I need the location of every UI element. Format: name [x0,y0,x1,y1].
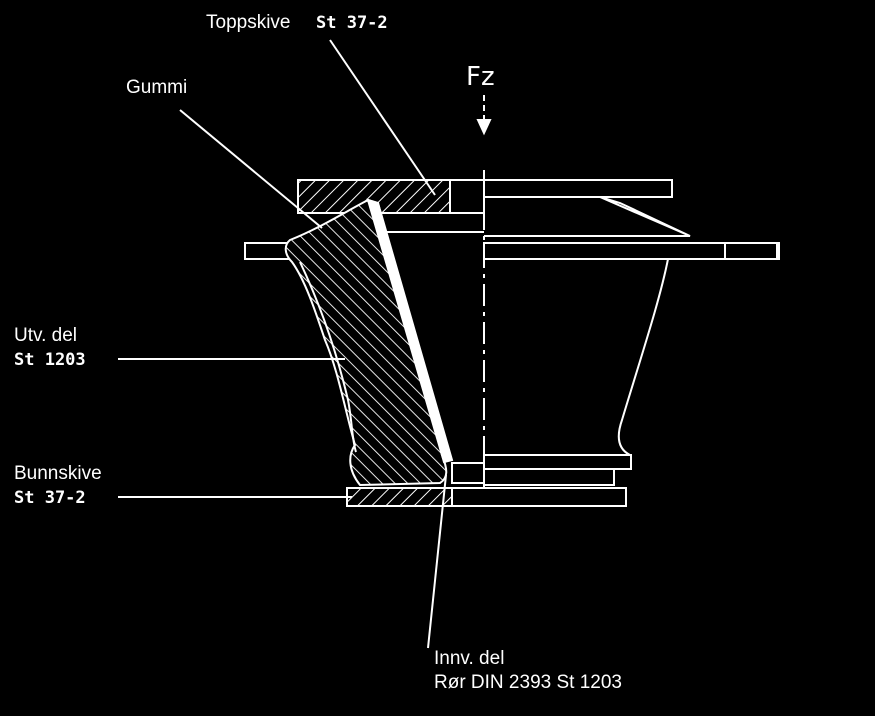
utv-del-label: Utv. del [14,325,77,346]
innv-del-material: Rør DIN 2393 St 1203 [434,672,622,693]
gummi-label: Gummi [126,77,187,98]
bottom-plate-left [346,487,453,507]
outer-part-edge [299,261,357,453]
force-arrowhead [476,119,492,136]
inner-tube [366,198,454,464]
leader-innv-del [427,474,447,649]
top-plate-bore [449,179,485,214]
lower-ring-right-2 [483,468,615,486]
lower-ring-right [483,454,632,470]
inner-part-foot [451,462,485,484]
outer-flange-right [483,242,780,260]
bottom-plate-right [451,487,627,507]
utv-del-material: St 1203 [14,350,86,370]
leader-toppskive [329,39,436,196]
toppskive-label: Toppskive [206,12,291,33]
rubber-body [284,198,448,487]
bunnskive-label: Bunnskive [14,463,102,484]
leader-gummi [179,109,323,229]
rubber-profile-right [484,196,691,456]
bunnskive-material: St 37-2 [14,488,86,508]
top-plate-right [483,179,673,198]
force-label: Fz [466,62,495,92]
innv-del-label: Innv. del [434,648,504,669]
toppskive-material: St 37-2 [316,13,388,33]
